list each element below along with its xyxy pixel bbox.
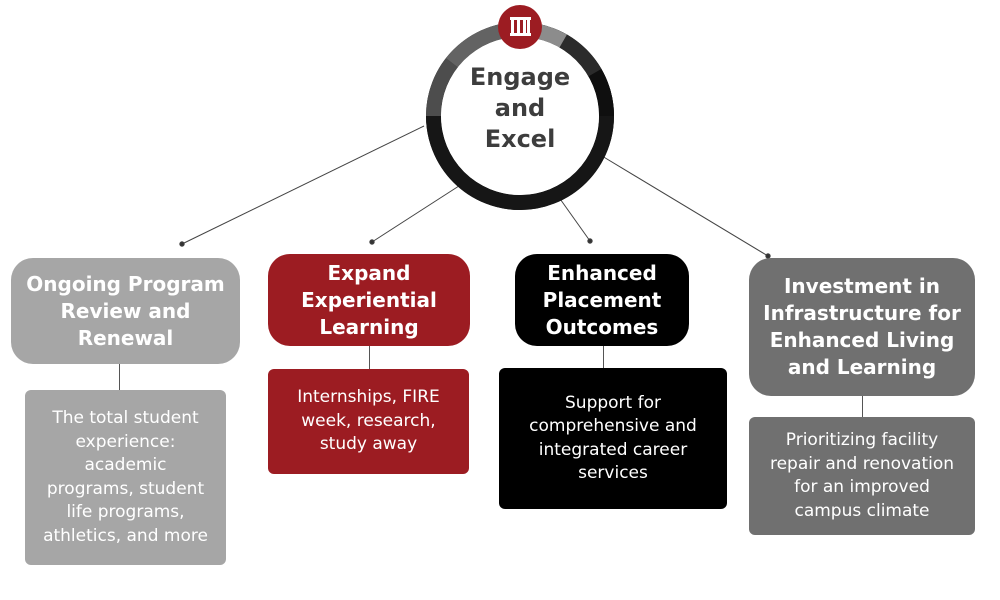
pillar-4-description-line: campus climate bbox=[794, 500, 930, 521]
pillar-1-description-line: academic bbox=[84, 455, 167, 475]
connector-hub-to-pillar-1 bbox=[181, 125, 425, 245]
hub-title: Engage and Excel bbox=[452, 62, 588, 155]
pillar-4-description-box: Prioritizing facility repair and renovat… bbox=[749, 417, 975, 535]
pillar-2-stem bbox=[369, 346, 370, 369]
hub-title-line-3: Excel bbox=[484, 125, 556, 153]
pillar-1-description-line: programs, student bbox=[46, 478, 205, 499]
pillar-1-description-line: experience: bbox=[75, 431, 176, 452]
pillar-4-title-line: Infrastructure for bbox=[763, 301, 961, 325]
pillar-3-title-line: Enhanced bbox=[547, 260, 657, 285]
hub-ring-segment bbox=[588, 69, 614, 117]
wu-monogram-icon bbox=[498, 5, 542, 49]
pillar-2-title-box: Expand Experiential Learning bbox=[268, 254, 470, 346]
pillar-2-description-line: week, research, bbox=[301, 410, 436, 431]
hub-title-line-2: and bbox=[494, 94, 546, 122]
connector-dot-pillar-3 bbox=[587, 238, 593, 244]
pillar-3-description-line: services bbox=[578, 463, 648, 483]
pillar-3-stem bbox=[603, 346, 604, 368]
hub-title-line-1: Engage bbox=[469, 63, 571, 91]
pillar-3-title-line: Placement bbox=[542, 287, 662, 312]
connector-hub-to-pillar-2 bbox=[371, 183, 463, 243]
pillar-4-stem bbox=[862, 396, 863, 417]
pillar-1-title-box: Ongoing Program Review and Renewal bbox=[11, 258, 240, 364]
hub-ring-segment bbox=[559, 34, 602, 77]
connector-hub-to-pillar-4 bbox=[601, 155, 769, 257]
pillar-1-description-line: The total student bbox=[52, 408, 199, 428]
pillar-1-description-line: athletics, and more bbox=[43, 525, 208, 546]
pillar-1-description-line: life programs, bbox=[66, 502, 185, 522]
connector-dot-pillar-2 bbox=[369, 239, 375, 245]
pillar-4-title-box: Investment in Infrastructure for Enhance… bbox=[749, 258, 975, 396]
connector-dot-pillar-1 bbox=[179, 241, 185, 247]
pillar-4-description-line: for an improved bbox=[794, 477, 930, 497]
pillar-3-title-line: Outcomes bbox=[545, 314, 659, 339]
pillar-2-title-line: Expand bbox=[327, 260, 411, 285]
pillar-4-description-line: Prioritizing facility bbox=[785, 430, 939, 450]
pillar-3-description-line: integrated career bbox=[538, 439, 688, 460]
pillar-2-description-line: Internships, FIRE bbox=[297, 387, 440, 408]
pillar-2-description-box: Internships, FIRE week, research, study … bbox=[268, 369, 469, 474]
pillar-3-title-box: Enhanced Placement Outcomes bbox=[515, 254, 689, 346]
pillar-4-description-line: repair and renovation bbox=[769, 453, 955, 474]
pillar-2-description-line: study away bbox=[319, 434, 418, 455]
pillar-4-title-line: Investment in bbox=[783, 274, 940, 298]
connector-hub-to-pillar-3 bbox=[557, 195, 591, 242]
pillar-1-title-line: Review and bbox=[60, 298, 191, 323]
pillar-3-description-box: Support for comprehensive and integrated… bbox=[499, 368, 727, 509]
hub-ring-segment bbox=[426, 58, 458, 117]
pillar-3-description-line: Support for bbox=[565, 392, 661, 413]
pillar-2-title-line: Learning bbox=[319, 314, 419, 339]
pillar-4-title-line: and Learning bbox=[787, 355, 937, 379]
pillar-1-stem bbox=[119, 364, 120, 390]
pillar-1-title-line: Renewal bbox=[77, 325, 174, 350]
hub-center bbox=[441, 37, 599, 195]
pillar-1-description-box: The total student experience: academic p… bbox=[25, 390, 226, 565]
pillar-3-description-line: comprehensive and bbox=[529, 416, 697, 436]
pillar-4-title-line: Enhanced Living bbox=[769, 328, 955, 352]
pillar-1-title-line: Ongoing Program bbox=[26, 271, 225, 296]
pillar-2-title-line: Experiential bbox=[301, 287, 437, 312]
